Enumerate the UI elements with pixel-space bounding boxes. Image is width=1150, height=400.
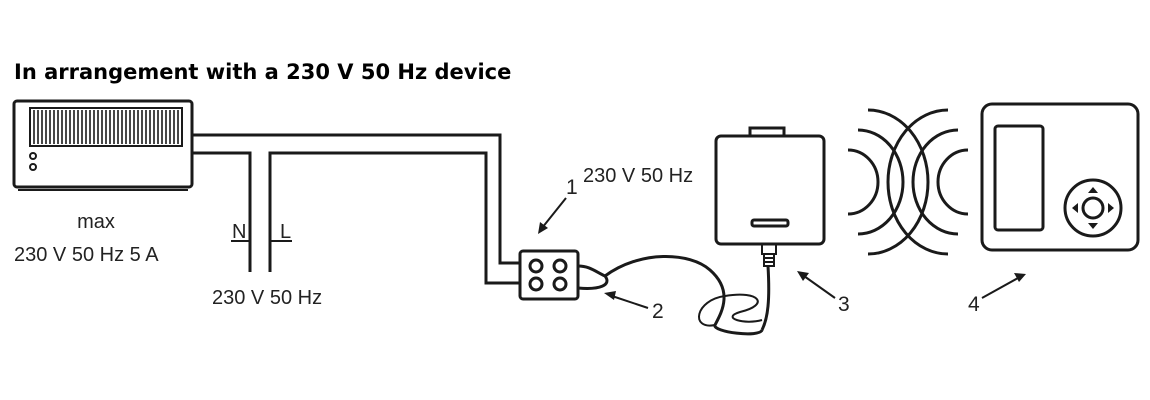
callout-2-arrow xyxy=(604,291,616,300)
heater-grille xyxy=(29,107,183,147)
receiver-unit xyxy=(714,126,826,267)
junction-box xyxy=(518,249,580,301)
wireless-thermostat xyxy=(980,102,1140,252)
heater-indicator-top xyxy=(29,152,37,160)
callout-3-arrow xyxy=(797,271,809,281)
arrow-left-icon xyxy=(1072,203,1078,213)
callout-1: 1 xyxy=(566,176,578,199)
callout-4-arrow xyxy=(1014,273,1026,282)
live-label: L xyxy=(280,221,291,243)
device-label-max: max xyxy=(77,211,115,233)
supply-wires xyxy=(192,133,520,285)
arrow-right-icon xyxy=(1108,203,1114,213)
callout-2: 2 xyxy=(652,300,664,323)
mains-voltage-label: 230 V 50 Hz xyxy=(212,287,322,309)
callout-1-arrow xyxy=(538,222,548,234)
callout-3: 3 xyxy=(838,293,850,316)
arrow-up-icon xyxy=(1088,187,1098,193)
callout-4: 4 xyxy=(968,293,980,316)
arrow-down-icon xyxy=(1088,223,1098,229)
thermostat-display xyxy=(993,124,1045,232)
heater-grille-bars xyxy=(33,110,179,144)
neutral-label: N xyxy=(232,221,246,243)
heater-indicator-bottom xyxy=(29,163,37,171)
heater-device xyxy=(12,99,194,191)
thermostat-dial xyxy=(1063,178,1123,238)
diagram-title: In arrangement with a 230 V 50 Hz device xyxy=(14,60,512,84)
radio-waves xyxy=(847,108,969,256)
device-label-rating: 230 V 50 Hz 5 A xyxy=(14,244,159,266)
receiver-voltage-label: 230 V 50 Hz xyxy=(583,165,693,187)
receiver-cable xyxy=(577,254,771,336)
